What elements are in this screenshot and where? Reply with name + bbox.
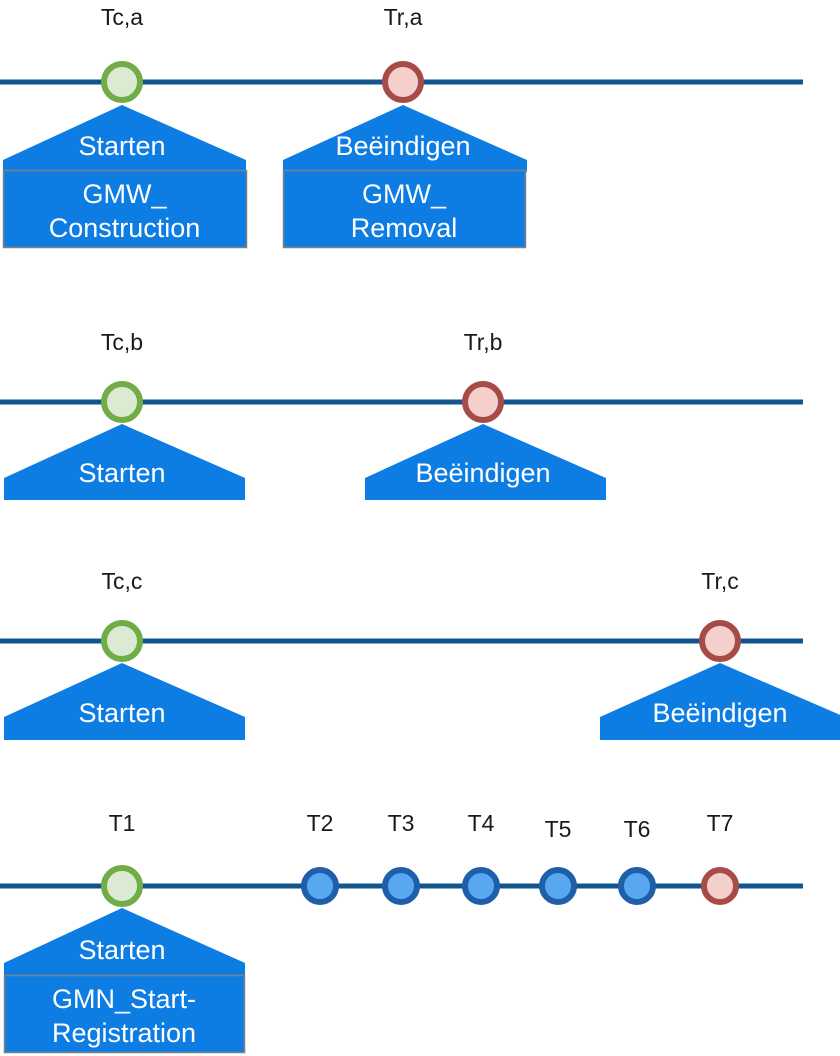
banner-gmw-removal-label: Beëindigen xyxy=(335,131,470,161)
marker-t6-event[interactable] xyxy=(618,867,656,905)
box-gmw-construction-line-2: Construction xyxy=(49,213,201,243)
marker-t4-event[interactable] xyxy=(462,867,500,905)
banner-start-c-label: Starten xyxy=(78,698,165,728)
marker-label-t3: T3 xyxy=(388,810,415,836)
marker-label-tr-b: Tr,b xyxy=(464,329,503,355)
banner-end-c-roof-shape xyxy=(600,663,840,740)
banner-gmw-removal-roof-shape xyxy=(283,105,527,172)
marker-t5-event[interactable] xyxy=(539,867,577,905)
marker-label-tc-b: Tc,b xyxy=(101,329,143,355)
marker-tc-a-start[interactable] xyxy=(101,61,143,103)
banner-start-b-label: Starten xyxy=(78,458,165,488)
banner-end-c: Beëindigen xyxy=(600,663,840,740)
timeline-row-row-c: Starten Beëindigen Tc,c Tr,c xyxy=(0,568,840,740)
banner-end-b: Beëindigen xyxy=(365,424,606,500)
banner-start-c: Starten xyxy=(4,663,245,740)
marker-tc-b-start[interactable] xyxy=(101,381,143,423)
banner-gmw-construction-label: Starten xyxy=(78,131,165,161)
marker-t3-event[interactable] xyxy=(382,867,420,905)
box-gmn-start-registration-line-1: GMN_Start- xyxy=(52,984,196,1014)
marker-label-tc-a: Tc,a xyxy=(101,4,143,30)
banner-end-b-roof-shape xyxy=(365,424,606,500)
marker-tc-c-start[interactable] xyxy=(101,620,143,662)
marker-label-tc-c: Tc,c xyxy=(102,568,143,594)
banner-gmn-start-registration-roof-shape xyxy=(4,908,245,976)
marker-label-tr-c: Tr,c xyxy=(701,568,738,594)
box-gmw-removal-line-1: GMW_ xyxy=(362,179,447,209)
banner-end-b-label: Beëindigen xyxy=(415,458,550,488)
marker-label-tr-a: Tr,a xyxy=(384,4,423,30)
marker-tr-b-end[interactable] xyxy=(462,381,504,423)
marker-tr-a-end[interactable] xyxy=(382,61,424,103)
marker-label-t1: T1 xyxy=(109,810,136,836)
banner-start-b: Starten xyxy=(4,424,245,500)
box-gmw-construction xyxy=(2,169,248,249)
box-gmn-start-registration-line-2: Registration xyxy=(52,1018,196,1048)
banner-start-b-roof-shape xyxy=(4,424,245,500)
marker-label-t4: T4 xyxy=(468,810,495,836)
marker-t7-end[interactable] xyxy=(701,867,739,905)
marker-t1-start[interactable] xyxy=(101,865,143,907)
box-gmn-start-registration xyxy=(3,974,246,1054)
marker-label-t6: T6 xyxy=(624,816,651,842)
banner-end-c-label: Beëindigen xyxy=(652,698,787,728)
banner-start-c-roof-shape xyxy=(4,663,245,740)
marker-label-t5: T5 xyxy=(545,816,572,842)
timeline-row-row-b: Starten Beëindigen Tc,b Tr,b xyxy=(0,329,803,500)
box-gmw-removal-line-2: Removal xyxy=(351,213,458,243)
banner-gmw-construction-roof-shape xyxy=(3,105,246,172)
marker-label-t7: T7 xyxy=(707,810,734,836)
box-gmw-construction-line-1: GMW_ xyxy=(83,179,168,209)
marker-t2-event[interactable] xyxy=(301,867,339,905)
box-gmw-removal xyxy=(282,169,527,249)
marker-tr-c-end[interactable] xyxy=(699,620,741,662)
banner-gmn-start-registration-label: Starten xyxy=(78,935,165,965)
marker-label-t2: T2 xyxy=(307,810,334,836)
